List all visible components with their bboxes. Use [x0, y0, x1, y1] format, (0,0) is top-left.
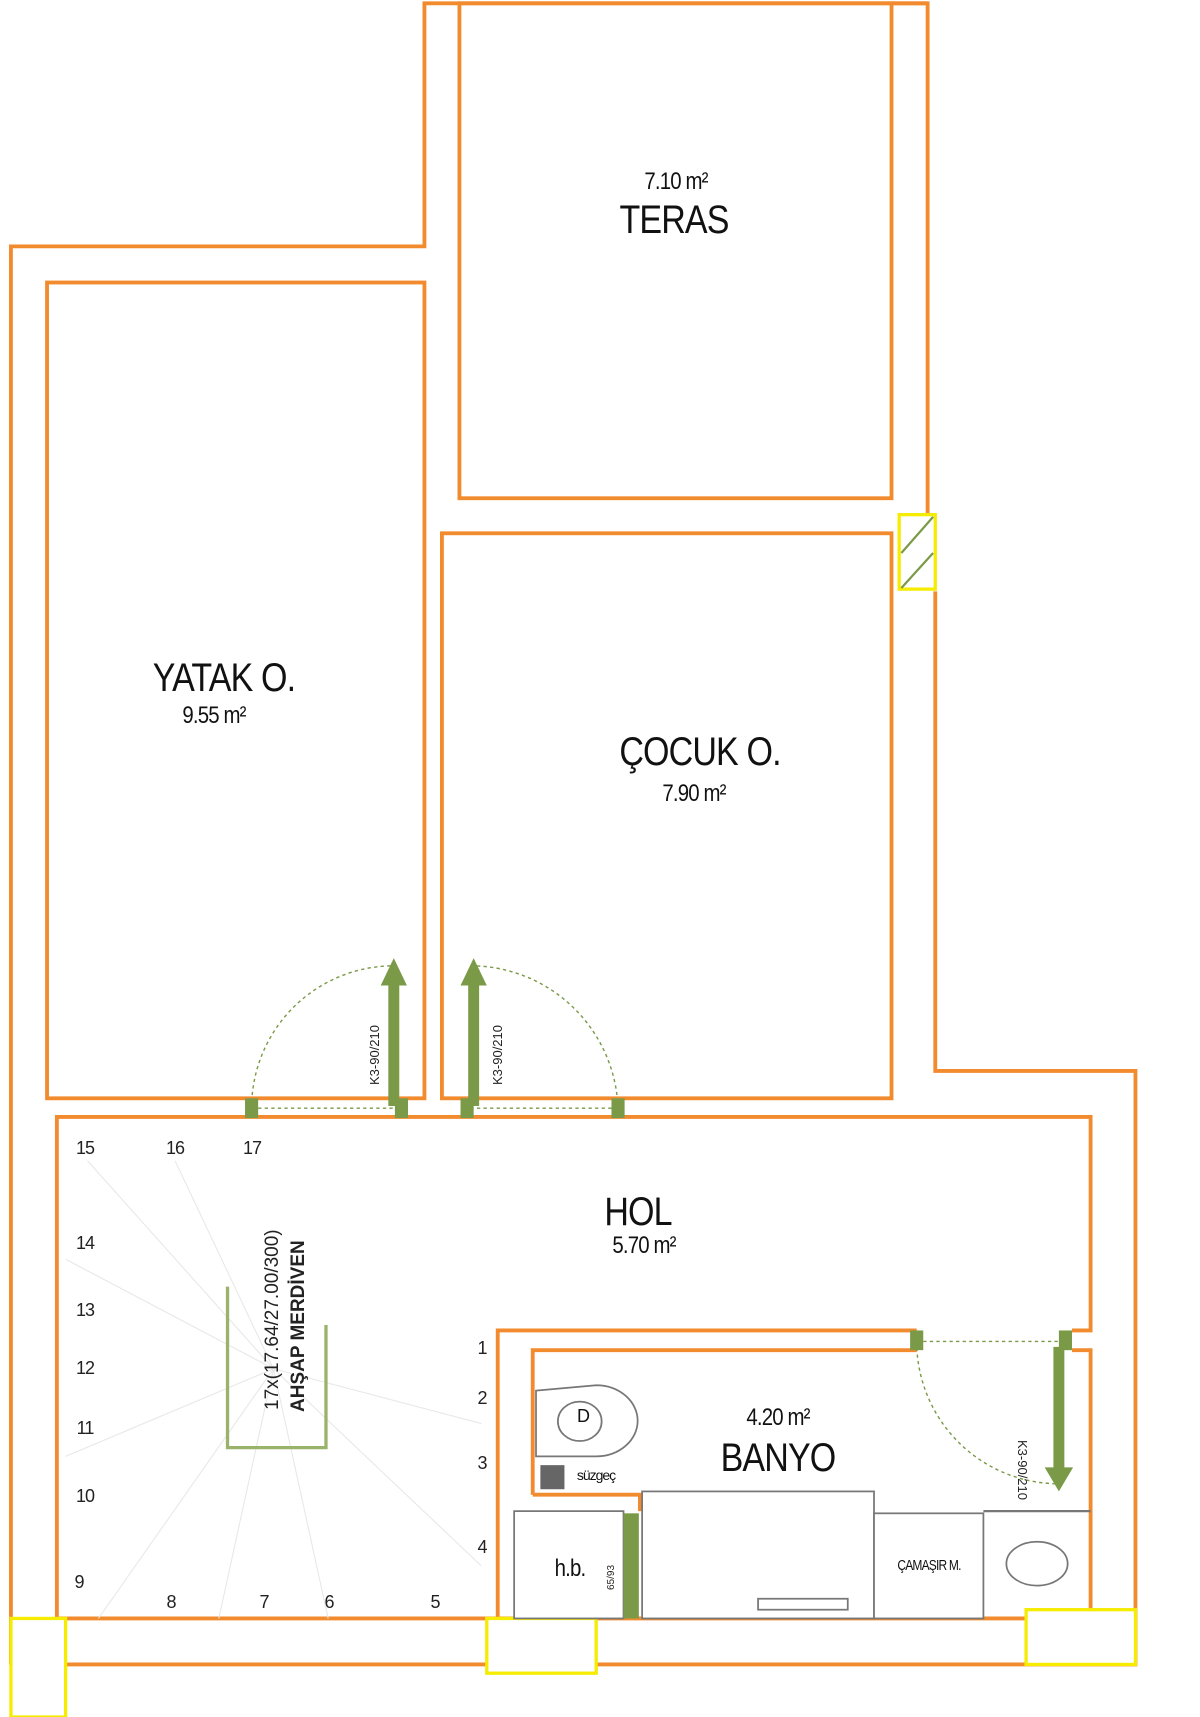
step-3: 3: [477, 1453, 487, 1473]
stair-label: AHŞAP MERDİVEN: [288, 1240, 309, 1412]
washer-label: ÇAMAŞIR M.: [897, 1557, 961, 1574]
yatak-area: 9.55 m²: [182, 702, 246, 729]
door-label-cocuk: K3-90/210: [490, 1025, 505, 1085]
step-17: 17: [242, 1138, 262, 1158]
door-label-yatak: K3-90/210: [367, 1025, 382, 1085]
yatak-wall: [45, 280, 427, 1101]
step-2: 2: [477, 1388, 487, 1408]
step-9: 9: [74, 1572, 84, 1592]
banyo-label: BANYO: [720, 1436, 837, 1480]
cocuk-label: ÇOCUK O.: [619, 730, 781, 774]
step-6: 6: [324, 1592, 334, 1612]
teras-label: TERAS: [619, 198, 729, 242]
step-15: 15: [75, 1138, 95, 1158]
step-5: 5: [430, 1592, 440, 1612]
door-label-banyo: K3-90/210: [1015, 1440, 1030, 1500]
door-cocuk[interactable]: [460, 958, 625, 1119]
yatak-label: YATAK O.: [152, 656, 296, 700]
sink-icon: [1005, 1540, 1069, 1587]
step-14: 14: [75, 1233, 95, 1253]
step-8: 8: [166, 1592, 176, 1612]
step-11: 11: [76, 1418, 95, 1438]
step-10: 10: [75, 1486, 95, 1506]
step-4: 4: [477, 1537, 487, 1557]
bathtub: [641, 1490, 875, 1620]
cocuk-wall: [440, 531, 894, 1101]
wc-label: D: [577, 1406, 590, 1426]
stair-spec: 17x(17.64/27.00/300): [262, 1229, 283, 1410]
hol-label: HOL: [604, 1190, 672, 1234]
cabinet-label: h.b.: [554, 1555, 586, 1582]
step-16: 16: [165, 1138, 185, 1158]
stair-lines: [65, 1160, 482, 1619]
teras-area: 7.10 m²: [644, 168, 708, 195]
cabinet-door-label: 65/93: [606, 1564, 617, 1590]
hol-area: 5.70 m²: [612, 1232, 676, 1259]
washing-machine: [873, 1512, 985, 1620]
step-12: 12: [75, 1358, 95, 1378]
banyo-area: 4.20 m²: [746, 1404, 810, 1431]
drain-label: süzgeç: [576, 1467, 616, 1483]
step-1: 1: [477, 1338, 487, 1358]
cabinet: [513, 1510, 625, 1620]
teras-wall: [457, 1, 894, 501]
step-13: 13: [75, 1300, 95, 1320]
windows: [9, 513, 1138, 1717]
drain-icon: [540, 1465, 565, 1490]
step-7: 7: [259, 1592, 269, 1612]
cocuk-area: 7.90 m²: [662, 780, 726, 807]
bathroom-fixtures: [513, 1384, 1091, 1620]
door-yatak[interactable]: [245, 958, 409, 1119]
door-banyo[interactable]: [910, 1330, 1074, 1492]
